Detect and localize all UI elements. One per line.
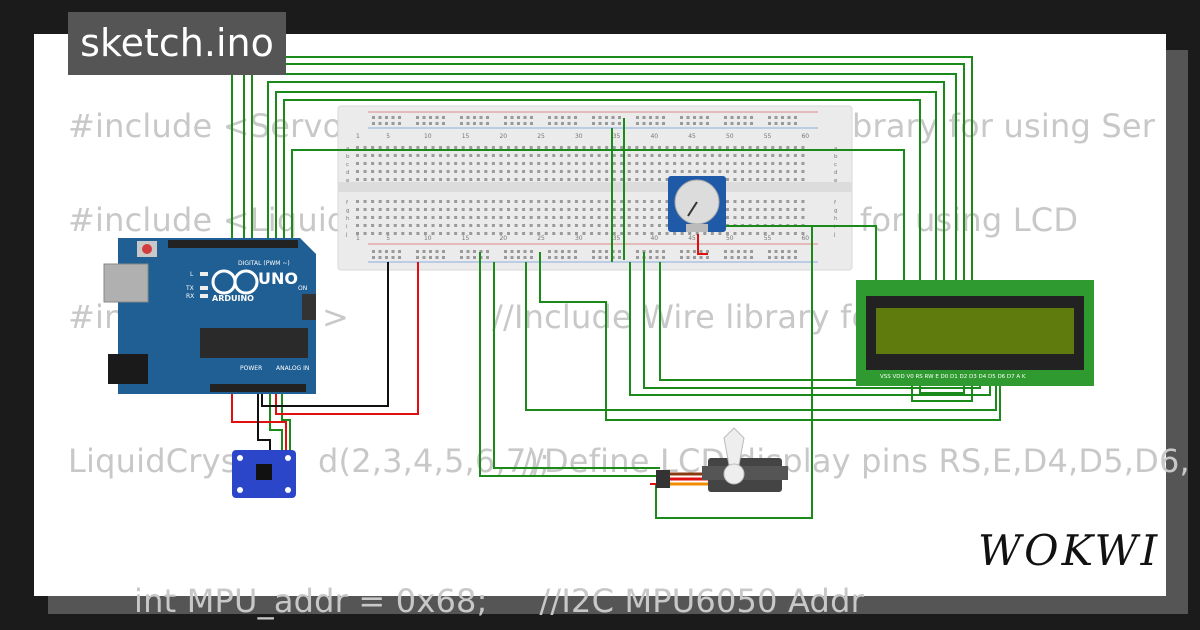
breadboard-col-number: 55: [764, 235, 772, 242]
breadboard-row-letter: f: [834, 200, 837, 206]
breadboard-row-letter: b: [346, 154, 350, 160]
arduino-analog-label: ANALOG IN: [276, 365, 309, 372]
arduino-power-label: POWER: [240, 365, 262, 372]
breadboard-col-number: 15: [462, 133, 470, 140]
breadboard-col-number: 45: [688, 235, 696, 242]
breadboard-col-number: 15: [462, 235, 470, 242]
lcd-pin-labels: VSS VDD V0 RS RW E D0 D1 D2 D3 D4 D5 D6 …: [880, 374, 1026, 380]
breadboard-row-letter: g: [346, 208, 350, 214]
breadboard-column-numbers: 1155101015152020252530303535404045455050…: [356, 133, 809, 242]
breadboard-row-letter: d: [346, 170, 350, 176]
breadboard-col-number: 40: [650, 133, 658, 140]
breadboard-row-letter: e: [346, 178, 350, 184]
breadboard-col-number: 10: [424, 133, 432, 140]
breadboard-col-number: 25: [537, 235, 545, 242]
breadboard-col-number: 50: [726, 235, 734, 242]
breadboard-row-letter: g: [834, 208, 838, 214]
arduino-brand-label: ARDUINO: [212, 294, 254, 303]
arduino-on-label: ON: [298, 285, 307, 292]
breadboard-col-number: 40: [650, 235, 658, 242]
breadboard-col-number: 20: [499, 235, 507, 242]
breadboard-col-number: 60: [801, 133, 809, 140]
mpu6050-sensor[interactable]: [232, 450, 296, 498]
arduino-rx-label: RX: [186, 293, 194, 300]
breadboard-row-letter: b: [834, 154, 838, 160]
breadboard-row-letter: j: [833, 232, 836, 238]
breadboard-row-letter: h: [346, 216, 350, 222]
breadboard-holes: [356, 116, 805, 259]
diagram-card: #include <Servo.h brary for using Ser #i…: [34, 34, 1190, 620]
arduino-digital-label: DIGITAL (PWM ~): [238, 260, 290, 267]
breadboard-row-letter: c: [346, 162, 349, 168]
breadboard-row-letter: h: [834, 216, 838, 222]
potentiometer[interactable]: [668, 176, 726, 232]
code-line-3b: >: [322, 298, 350, 336]
code-line-3a: #in: [68, 298, 125, 336]
lcd-display[interactable]: VSS VDD V0 RS RW E D0 D1 D2 D3 D4 D5 D6 …: [856, 280, 1094, 386]
arduino-l-label: L: [190, 271, 194, 278]
breadboard-col-number: 25: [537, 133, 545, 140]
code-line-4b: d(2,3,4,5,6,7);: [318, 442, 551, 480]
page-title: sketch.ino: [68, 12, 286, 75]
code-line-2b: for using LCD: [860, 201, 1079, 239]
breadboard-col-number: 5: [386, 133, 390, 140]
breadboard-col-number: 10: [424, 235, 432, 242]
breadboard-col-number: 1: [356, 133, 360, 140]
code-line-4a: LiquidCrys: [68, 442, 238, 480]
breadboard-col-number: 35: [613, 133, 621, 140]
breadboard[interactable]: 1155101015152020252530303535404045455050…: [337, 105, 853, 271]
code-line-5: int MPU_addr = 0x68; //I2C MPU6050 Addr: [134, 582, 864, 620]
breadboard-col-number: 60: [801, 235, 809, 242]
breadboard-col-number: 50: [726, 133, 734, 140]
breadboard-col-number: 35: [613, 235, 621, 242]
arduino-uno[interactable]: UNO ARDUINO DIGITAL (PWM ~) POWER ANALOG…: [103, 238, 316, 394]
wokwi-logo: WOKWI: [978, 526, 1161, 575]
arduino-tx-label: TX: [185, 285, 194, 292]
arduino-model-label: UNO: [258, 269, 298, 288]
breadboard-col-number: 55: [764, 133, 772, 140]
breadboard-col-number: 5: [386, 235, 390, 242]
breadboard-col-number: 20: [499, 133, 507, 140]
breadboard-col-number: 1: [356, 235, 360, 242]
breadboard-row-letter: d: [834, 170, 838, 176]
breadboard-row-letter: f: [346, 200, 349, 206]
breadboard-col-number: 30: [575, 133, 583, 140]
breadboard-row-letter: i: [346, 224, 348, 230]
breadboard-row-letter: e: [834, 178, 838, 184]
breadboard-col-number: 45: [688, 133, 696, 140]
servo-motor[interactable]: [656, 427, 788, 492]
breadboard-row-letter: c: [834, 162, 837, 168]
breadboard-row-letter: j: [345, 232, 348, 238]
code-line-4c: //Define LCD display pins RS,E,D4,D5,D6,: [522, 442, 1190, 480]
breadboard-col-number: 30: [575, 235, 583, 242]
